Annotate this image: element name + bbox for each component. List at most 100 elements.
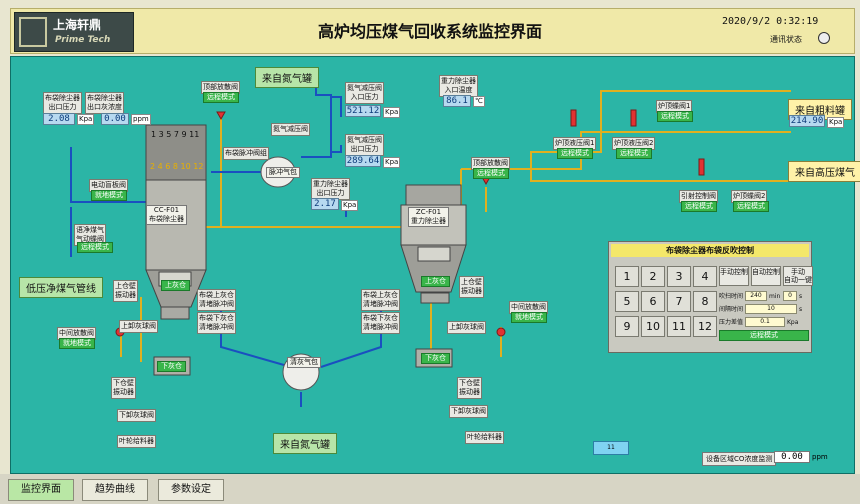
page-title: 高炉均压煤气回收系统监控界面 [317,22,542,41]
label-grav-upper-fill: 布袋上灰仓 清堵脉冲阀 [361,289,400,311]
bag-button-8[interactable]: 8 [693,291,717,312]
bag-button-3[interactable]: 3 [667,266,691,287]
label-upper-bin: 上灰仓 [161,280,190,291]
bag-button-4[interactable]: 4 [693,266,717,287]
label-pressure-diff: 压力差值 [719,319,744,326]
label-interval: 间隔时间 [719,306,744,313]
mode-top-vent-1[interactable]: 远程模式 [203,92,239,103]
tab-params[interactable]: 参数设定 [158,479,224,501]
tab-monitor[interactable]: 监控界面 [8,479,74,501]
label-gravity-inlet-temp: 重力除尘器 入口温度 [439,75,478,97]
label-bag-lower-fill: 布袋下灰仓 清堵脉冲阀 [197,312,236,334]
unit-n2-in: Kpa [383,107,401,118]
bag-button-12[interactable]: 12 [693,316,717,337]
mode-mid-vent-2[interactable]: 就地模式 [511,312,547,323]
bag-filter-vessel [145,124,207,376]
label-upper-vib-1: 上仓壁 振动器 [113,280,138,302]
bag-button-9[interactable]: 9 [615,316,639,337]
bottom-tab-bar: 监控界面 趋势曲线 参数设定 [0,474,860,504]
ignite-valve-icon[interactable] [698,158,705,176]
tab-trend[interactable]: 趋势曲线 [82,479,148,501]
pipe-n2-out [331,145,342,153]
wheel-numbers-top: 1 3 5 7 9 11 [151,130,199,139]
label-nitrogen-tank: 来自氮气罐 [255,67,319,88]
value-bag-outlet-dust: 0.00 [101,113,129,125]
bag-button-7[interactable]: 7 [667,291,691,312]
co-monitor-unit: ppm [812,453,828,461]
label-n2-reduce-out: 氮气减压阀 出口压力 [345,134,384,156]
auto-control-button[interactable]: 自动控制 [751,266,781,286]
label-high-pressure-gas: 来自高压煤气 [788,161,860,182]
label-bag-outlet-pressure: 布袋除尘器 出口压力 [43,92,82,114]
label-pulse-tank: 脉冲气包 [266,167,300,178]
mode-stove-press-2[interactable]: 远程模式 [616,148,652,159]
label-upper-valve-2: 上卸灰球阀 [447,321,486,334]
input-cycle-s[interactable]: 0 [783,291,797,301]
mode-stove-2[interactable]: 远程模式 [733,201,769,212]
value-bag-outlet-pressure: 2.08 [43,113,75,125]
logo: 上海轩鼎 Prime Tech [14,12,134,52]
unit-cycle-min: min [769,293,781,300]
value-raw-gas-pressure: 214.90 [789,115,825,127]
mode-ignite[interactable]: 远程模式 [681,201,717,212]
comm-status-indicator-icon [818,32,830,44]
top-vent-valve-1-icon[interactable] [216,111,226,121]
mid-vent-valve-2-icon[interactable] [496,327,506,337]
pipe-n2-in [331,96,342,117]
label-cycle-time: 吹扫时间 [719,293,744,300]
wheel-numbers-bot: 2 4 6 8 10 12 [150,162,203,171]
value-n2-out-pressure: 289.64 [345,155,381,167]
label-feeder-2: 叶轮给料器 [465,431,504,444]
mode-stove-press-1[interactable]: 远程模式 [557,148,593,159]
stove-press-valve-1-icon[interactable] [570,109,577,127]
unit-n2-out: Kpa [383,157,401,168]
bag-button-5[interactable]: 5 [615,291,639,312]
label-gravity-outlet-pressure: 重力除尘器 出口压力 [311,178,350,200]
backflush-control-panel: 布袋除尘器布袋反吹控制 1 2 3 4 5 6 7 8 9 10 11 12 手… [608,241,813,353]
bag-button-6[interactable]: 6 [641,291,665,312]
input-cycle-min[interactable]: 240 [745,291,767,301]
label-lower-vib-2: 下仓壁 振动器 [457,377,482,399]
mode-purify[interactable]: 远程模式 [77,242,113,253]
datetime: 2020/9/2 0:32:19 [722,16,819,27]
label-bag-outlet-dust: 布袋除尘器 出口灰浓度 [85,92,124,114]
mode-stove-1[interactable]: 远程模式 [657,111,693,122]
label-lower-bin: 下灰仓 [157,361,186,372]
mode-mid-vent-1[interactable]: 就地模式 [59,338,95,349]
bag-button-11[interactable]: 11 [667,316,691,337]
label-purify-valve: 语净煤气 气动蝶阀 [74,224,106,246]
mode-control-panel[interactable]: 远程模式 [719,330,809,341]
mode-top-vent-2[interactable]: 远程模式 [473,168,509,179]
label-feeder-1: 叶轮给料器 [117,435,156,448]
bag-button-10[interactable]: 10 [641,316,665,337]
label-n2-reduce-in: 氮气减压阀 入口压力 [345,82,384,104]
pipe-high-gas [530,169,791,182]
stove-press-valve-2-icon[interactable] [630,109,637,127]
co-monitor-value: 0.00 [774,451,810,463]
label-upper-bin-2: 上灰仓 [421,276,450,287]
logo-mark-icon [19,17,47,47]
bag-button-2[interactable]: 2 [641,266,665,287]
manual-control-button[interactable]: 手动控制 [719,266,749,286]
label-upper-vib-2: 上仓壁 振动器 [459,276,484,298]
timer-control-button[interactable]: 手动 自动一键 [783,266,813,286]
nitrogen-pipes [70,79,382,407]
label-zc-f01: ZC-F01 重力除尘器 [408,207,449,227]
input-pressure-diff[interactable]: 0.1 [745,317,785,327]
label-n2-reduce-valve: 氮气减压阀 [271,123,310,136]
label-lower-vib-1: 下仓壁 振动器 [111,377,136,399]
unit-bag-outlet-dust: ppm [131,114,151,125]
header [10,8,855,54]
small-action-button[interactable]: 11 [593,441,629,455]
bag-button-1[interactable]: 1 [615,266,639,287]
label-bag-upper-fill: 布袋上灰仓 清堵脉冲阀 [197,289,236,311]
control-panel-title: 布袋除尘器布袋反吹控制 [611,244,809,257]
label-upper-valve-1: 上卸灰球阀 [119,320,158,333]
label-pulse-valve: 布袋脉冲阀组 [223,147,269,160]
unit-pressure-diff: Kpa [787,319,799,326]
mode-elec-pipe[interactable]: 就地模式 [91,190,127,201]
unit-cycle-s: s [799,293,803,300]
pipe-n2-main [301,79,332,158]
pipe-stove [530,90,791,169]
input-interval[interactable]: 10 [745,304,797,314]
